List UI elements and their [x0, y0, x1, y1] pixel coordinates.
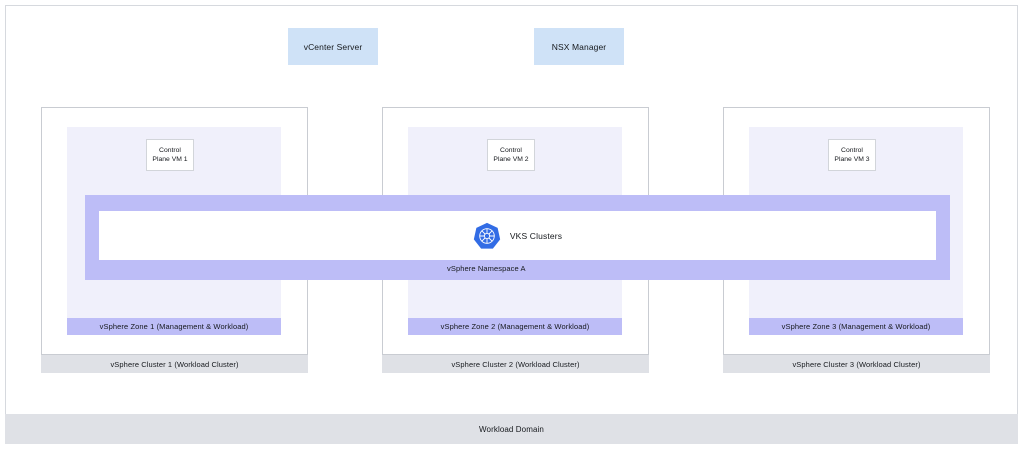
vsphere-cluster-2-label-bar[interactable]: vSphere Cluster 2 (Workload Cluster): [382, 355, 649, 373]
nsx-manager-label: NSX Manager: [551, 41, 607, 52]
vsphere-cluster-2-label: vSphere Cluster 2 (Workload Cluster): [451, 359, 580, 369]
vcenter-server-box[interactable]: vCenter Server: [288, 28, 378, 65]
vks-clusters-area[interactable]: VKS Clusters: [99, 211, 936, 260]
nsx-manager-box[interactable]: NSX Manager: [534, 28, 624, 65]
vks-clusters-label: VKS Clusters: [509, 230, 563, 241]
vcenter-server-label: vCenter Server: [303, 41, 363, 52]
vsphere-namespace-label: vSphere Namespace A: [447, 264, 526, 273]
control-plane-vm-3-line1: Control: [841, 146, 863, 154]
control-plane-vm-2-box[interactable]: Control Plane VM 2: [487, 139, 535, 171]
control-plane-vm-2-line2: Plane VM 2: [493, 156, 529, 163]
vsphere-cluster-3-label: vSphere Cluster 3 (Workload Cluster): [792, 359, 921, 369]
vsphere-zone-3-label: vSphere Zone 3 (Management & Workload): [781, 322, 931, 331]
vsphere-zone-1-label-bar[interactable]: vSphere Zone 1 (Management & Workload): [67, 318, 281, 335]
control-plane-vm-1-line1: Control: [159, 146, 181, 154]
control-plane-vm-2-line1: Control: [500, 146, 522, 154]
control-plane-vm-3-box[interactable]: Control Plane VM 3: [828, 139, 876, 171]
vsphere-zone-2-label-bar[interactable]: vSphere Zone 2 (Management & Workload): [408, 318, 622, 335]
vsphere-cluster-1-label: vSphere Cluster 1 (Workload Cluster): [110, 359, 239, 369]
vsphere-zone-1-label: vSphere Zone 1 (Management & Workload): [99, 322, 249, 331]
control-plane-vm-1-box[interactable]: Control Plane VM 1: [146, 139, 194, 171]
vsphere-cluster-3-label-bar[interactable]: vSphere Cluster 3 (Workload Cluster): [723, 355, 990, 373]
control-plane-vm-1-line2: Plane VM 1: [152, 156, 188, 163]
control-plane-vm-3-line2: Plane VM 3: [834, 156, 870, 163]
workload-domain-bar[interactable]: Workload Domain: [5, 414, 1018, 444]
vsphere-zone-3-label-bar[interactable]: vSphere Zone 3 (Management & Workload): [749, 318, 963, 335]
kubernetes-icon: [473, 222, 500, 249]
vsphere-cluster-1-label-bar[interactable]: vSphere Cluster 1 (Workload Cluster): [41, 355, 308, 373]
workload-domain-label: Workload Domain: [479, 424, 544, 434]
vsphere-zone-2-label: vSphere Zone 2 (Management & Workload): [440, 322, 590, 331]
